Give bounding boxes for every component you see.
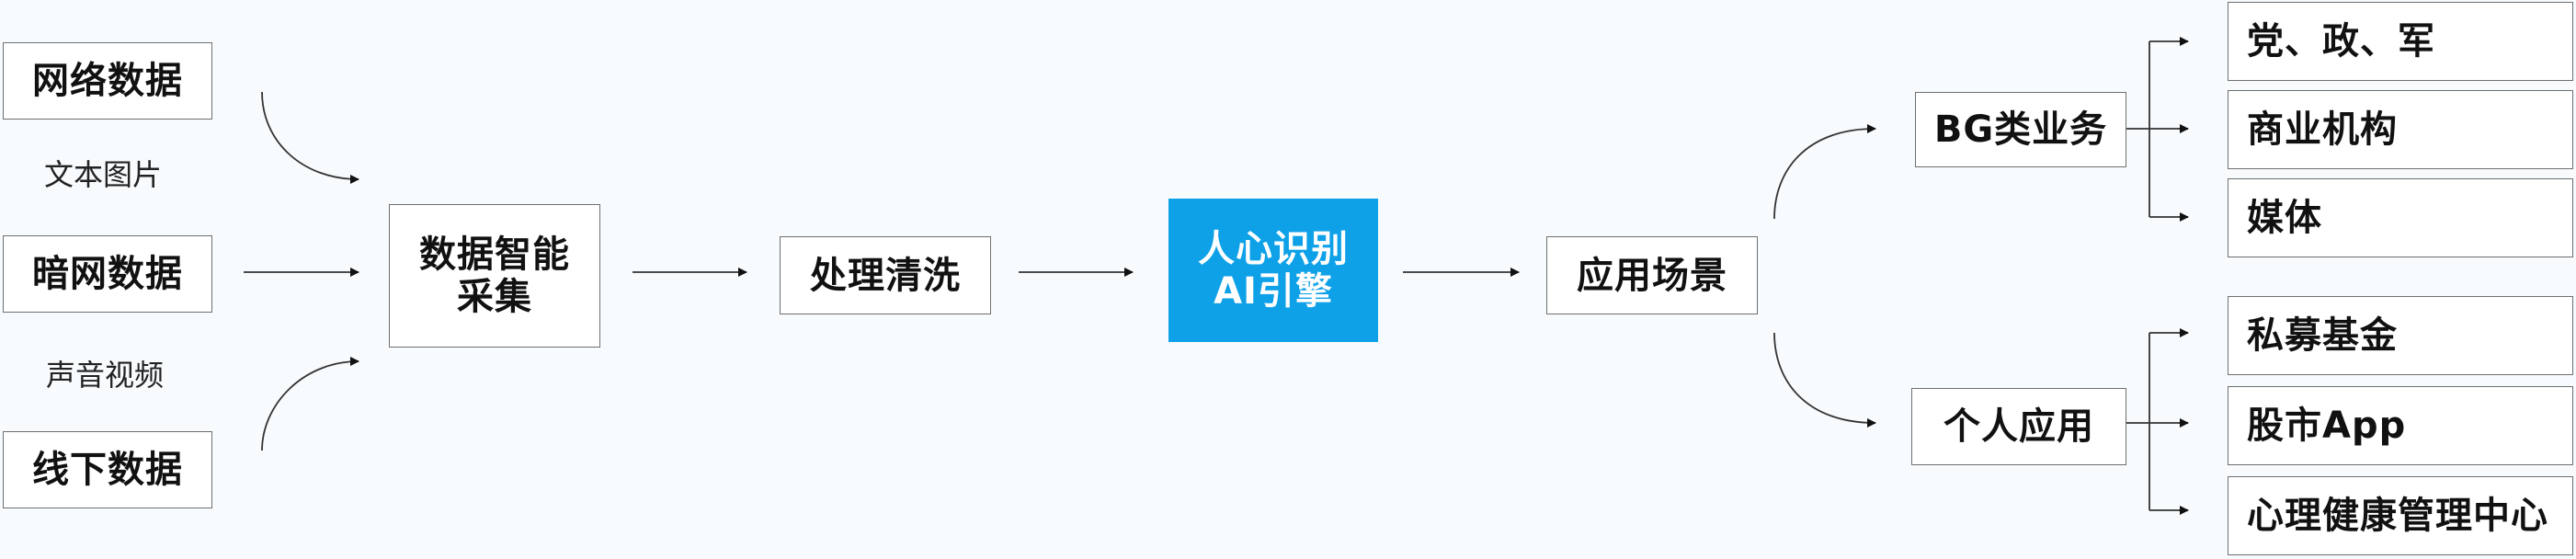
- source-offline-data-label: 线下数据: [32, 449, 183, 491]
- arrow-scenarios-to-personal: [1773, 332, 1876, 428]
- target-stock-app-label: 股市App: [2247, 405, 2407, 447]
- source-dark-web-data-label: 暗网数据: [32, 253, 183, 295]
- engine-line1: 人心识别: [1198, 228, 1349, 270]
- source-web-data-sublabel: 文本图片: [44, 157, 163, 192]
- target-commercial-institutions: 商业机构: [2228, 90, 2573, 169]
- target-party-government-military-label: 党、政、军: [2247, 20, 2435, 63]
- source-web-data-label: 网络数据: [32, 60, 183, 102]
- bracket-bg: [2126, 40, 2188, 218]
- processing-node: 处理清洗: [780, 236, 991, 314]
- ai-engine-node: 人心识别 AI引擎: [1168, 199, 1378, 342]
- target-private-equity-funds-label: 私募基金: [2247, 314, 2398, 357]
- source-dark-web-data-sublabel: 声音视频: [46, 358, 165, 393]
- arrow-offline-to-collection: [261, 357, 359, 451]
- source-offline-data: 线下数据: [3, 431, 212, 508]
- target-media-label: 媒体: [2247, 197, 2322, 239]
- collection-line1: 数据智能: [419, 234, 570, 276]
- branch-bg-business-label: BG类业务: [1933, 108, 2108, 151]
- target-mental-health-center: 心理健康管理中心: [2228, 476, 2573, 555]
- source-dark-web-data: 暗网数据: [3, 235, 212, 313]
- scenarios-node: 应用场景: [1546, 236, 1758, 314]
- bracket-personal: [2126, 332, 2188, 511]
- arrow-scenarios-to-bg: [1773, 124, 1876, 220]
- target-private-equity-funds: 私募基金: [2228, 296, 2573, 375]
- collection-line2: 采集: [457, 276, 532, 318]
- source-web-data: 网络数据: [3, 42, 212, 120]
- target-commercial-institutions-label: 商业机构: [2247, 108, 2398, 151]
- engine-line2: AI引擎: [1214, 270, 1333, 313]
- target-media: 媒体: [2228, 178, 2573, 257]
- collection-node: 数据智能 采集: [389, 204, 600, 348]
- target-stock-app: 股市App: [2228, 386, 2573, 465]
- branch-personal-apps-label: 个人应用: [1943, 405, 2094, 448]
- branch-bg-business: BG类业务: [1915, 92, 2126, 167]
- arrow-web-to-collection: [261, 91, 359, 184]
- target-party-government-military: 党、政、军: [2228, 2, 2573, 81]
- branch-personal-apps: 个人应用: [1911, 388, 2126, 465]
- target-mental-health-center-label: 心理健康管理中心: [2247, 495, 2548, 537]
- processing-label: 处理清洗: [810, 254, 961, 297]
- scenarios-label: 应用场景: [1577, 254, 1727, 297]
